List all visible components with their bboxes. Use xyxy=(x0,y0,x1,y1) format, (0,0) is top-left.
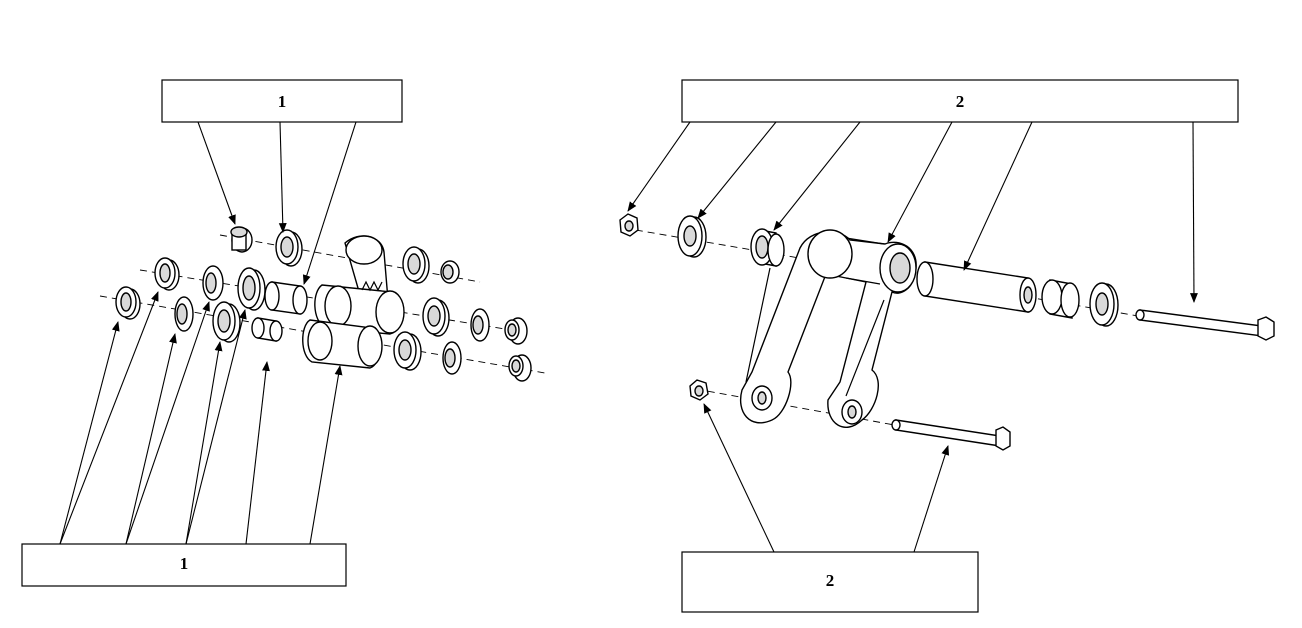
leader-arrow xyxy=(887,121,953,243)
bearing xyxy=(154,257,180,291)
bearing xyxy=(402,246,430,284)
leader-arrow xyxy=(125,333,177,545)
flanged-bushing xyxy=(508,354,532,382)
bearing xyxy=(115,286,141,320)
assembly-axis-line xyxy=(99,295,546,374)
sleeve xyxy=(264,281,308,315)
leader-arrow xyxy=(125,301,210,545)
leader-arrow xyxy=(913,445,950,553)
leader-arrow xyxy=(185,309,247,545)
leader-arrow xyxy=(963,121,1033,271)
bearing xyxy=(212,301,241,343)
leader-arrow xyxy=(302,121,357,285)
callout-box-bottom-left xyxy=(21,543,347,587)
bearing xyxy=(237,267,266,311)
leader-arrow xyxy=(627,121,691,212)
pivot-sleeve xyxy=(916,261,1037,313)
callout-box-top-left xyxy=(161,79,403,123)
lock-nut xyxy=(619,213,639,237)
leader-arrow xyxy=(185,341,223,545)
left-exploded-view: 1 1 xyxy=(21,79,546,587)
assembly-axis-line xyxy=(695,388,901,427)
bushing xyxy=(750,228,785,267)
bearing xyxy=(275,229,303,267)
leader-arrow xyxy=(773,121,861,231)
linkage-arm xyxy=(740,229,917,428)
callout-label-top-left: 1 xyxy=(278,92,287,111)
washer xyxy=(1089,282,1119,327)
flanged-bushing xyxy=(230,226,253,253)
leader-arrow xyxy=(1189,121,1198,303)
bearing xyxy=(393,331,422,371)
callout-label-top-right: 2 xyxy=(956,92,965,111)
callout-label-bottom-left: 1 xyxy=(180,554,189,573)
lock-nut xyxy=(689,379,709,401)
linkage-body xyxy=(302,235,405,369)
leader-arrow xyxy=(697,121,777,219)
leader-arrow xyxy=(59,321,120,545)
seal-ring xyxy=(442,341,462,375)
leader-arrow xyxy=(309,365,343,545)
leader-arrow xyxy=(703,403,775,553)
seal-ring xyxy=(174,296,194,332)
short-bolt xyxy=(891,419,1011,451)
leader-arrow xyxy=(278,121,287,233)
seal-ring xyxy=(202,265,224,301)
washer xyxy=(677,215,707,258)
flanged-bushing xyxy=(504,317,528,345)
callout-box-bottom-right xyxy=(681,551,979,613)
seal-ring xyxy=(470,308,490,342)
bushing xyxy=(1041,279,1080,319)
callout-label-bottom-right: 2 xyxy=(826,571,835,590)
right-exploded-view: 2 2 xyxy=(619,79,1275,613)
bearing xyxy=(422,297,450,337)
sleeve xyxy=(251,317,283,342)
long-bolt xyxy=(1135,309,1275,341)
callout-box-top-right xyxy=(681,79,1239,123)
leader-arrow xyxy=(197,121,236,225)
leader-arrow xyxy=(59,291,159,545)
flanged-bushing xyxy=(440,260,460,284)
leader-arrow xyxy=(245,361,270,545)
